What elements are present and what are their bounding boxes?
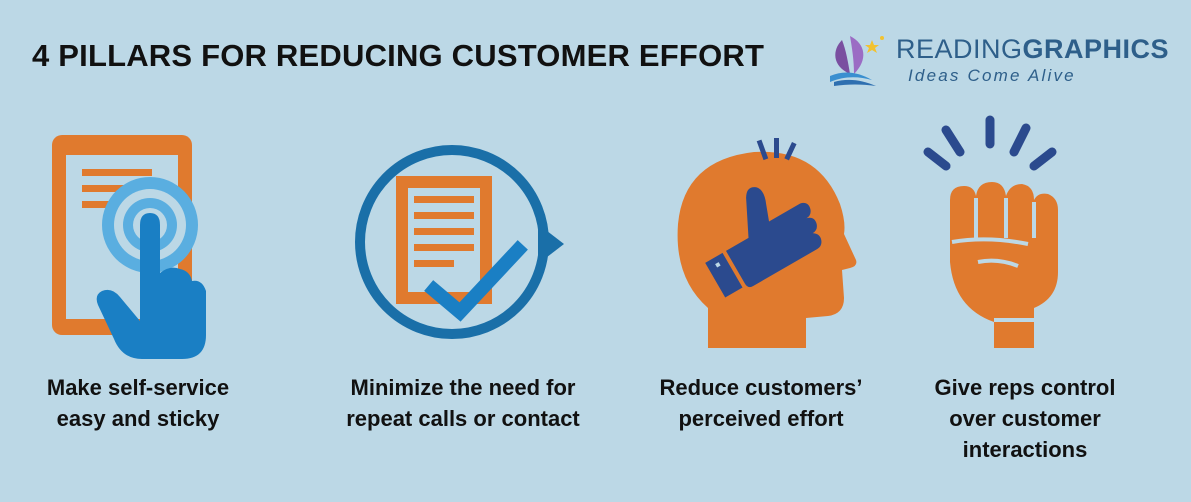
butterfly-book-icon xyxy=(830,36,884,86)
pillar-caption: Reduce customers’ perceived effort xyxy=(636,372,886,434)
head-thumbs-up-icon xyxy=(677,138,857,348)
pillar-caption: Give reps control over customer interact… xyxy=(905,372,1145,465)
caption-line: interactions xyxy=(962,437,1088,462)
raised-fist-icon xyxy=(923,115,1058,348)
logo-brand-light: READING xyxy=(896,34,1023,64)
page-title: 4 PILLARS FOR REDUCING CUSTOMER EFFORT xyxy=(32,38,765,73)
caption-line: Reduce customers’ xyxy=(659,375,863,400)
document-check-icon xyxy=(355,145,564,339)
logo-tagline: Ideas Come Alive xyxy=(908,66,1076,85)
caption-line: over customer xyxy=(949,406,1101,431)
pillar-caption: Minimize the need for repeat calls or co… xyxy=(318,372,608,434)
caption-line: easy and sticky xyxy=(56,406,220,431)
logo-brand-bold: GRAPHICS xyxy=(1022,34,1170,64)
caption-line: Make self-service xyxy=(46,375,230,400)
tablet-tap-icon xyxy=(52,135,206,359)
pillar-caption: Make self-service easy and sticky xyxy=(20,372,256,434)
caption-line: repeat calls or contact xyxy=(346,406,580,431)
caption-line: perceived effort xyxy=(678,406,844,431)
logo-wordmark: READINGGRAPHICS xyxy=(896,34,1169,65)
brand-logo: READINGGRAPHICS Ideas Come Alive xyxy=(828,30,1169,90)
caption-line: Give reps control xyxy=(934,375,1116,400)
caption-line: Minimize the need for xyxy=(350,375,576,400)
